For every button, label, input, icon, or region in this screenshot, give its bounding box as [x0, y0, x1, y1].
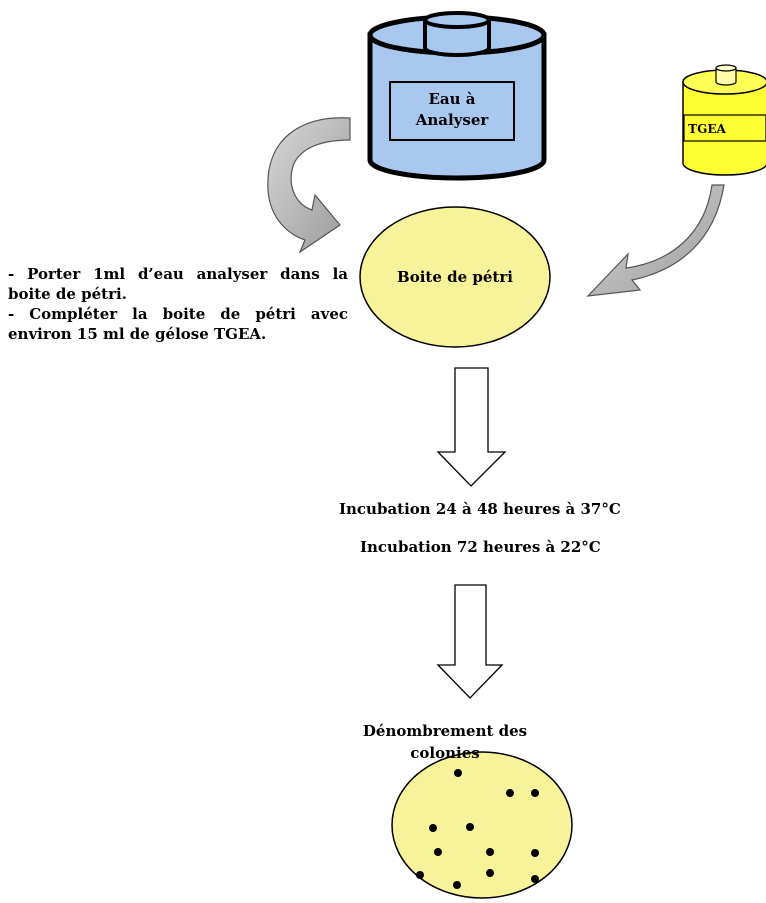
colony-dot — [531, 849, 539, 857]
tgea-bottle-cap-top — [715, 64, 737, 72]
colony-dot — [454, 769, 462, 777]
down-arrow-2 — [436, 584, 504, 699]
instruction-line-2: - Compléter la boite de pétri avec envir… — [8, 305, 348, 343]
petri-dish — [359, 206, 551, 348]
water-container-label-line1: Eau à — [429, 90, 476, 108]
colony-dot — [531, 789, 539, 797]
colony-dot — [486, 848, 494, 856]
colony-dot — [429, 824, 437, 832]
water-container-label-box — [389, 81, 515, 141]
water-container: Eau à Analyser — [367, 11, 547, 181]
counting-label-line1: Dénombrement des — [362, 722, 528, 740]
down-arrow-1 — [436, 367, 507, 487]
colony-plate — [391, 751, 573, 899]
incubation-step-1: Incubation 24 à 48 heures à 37°C — [339, 500, 621, 518]
water-container-cap — [423, 18, 491, 57]
colony-dot — [531, 875, 539, 883]
colony-dot — [466, 823, 474, 831]
colony-dot — [453, 881, 461, 889]
colony-dot — [434, 848, 442, 856]
colony-dot — [486, 869, 494, 877]
petri-dish-label: Boite de pétri — [397, 268, 513, 286]
tgea-bottle-label: TGEA — [688, 122, 726, 136]
curved-arrow-right — [586, 184, 725, 297]
tgea-bottle-label-box — [683, 114, 766, 142]
colony-dot — [416, 871, 424, 879]
colonies-group — [416, 769, 539, 889]
counting-label: Dénombrement des colonies — [330, 720, 560, 764]
water-container-cap-top — [423, 11, 491, 29]
instructions: - Porter 1ml d’eau analyser dans la boit… — [8, 264, 348, 344]
tgea-bottle-cap — [715, 67, 737, 86]
curved-arrow-left — [267, 117, 351, 254]
counting-label-line2: colonies — [410, 744, 480, 762]
incubation-step-2: Incubation 72 heures à 22°C — [360, 538, 601, 556]
water-container-label-line2: Analyser — [415, 111, 490, 129]
instruction-line-1: - Porter 1ml d’eau analyser dans la boit… — [8, 265, 348, 303]
tgea-bottle: TGEA — [682, 64, 766, 176]
colony-dot — [506, 789, 514, 797]
